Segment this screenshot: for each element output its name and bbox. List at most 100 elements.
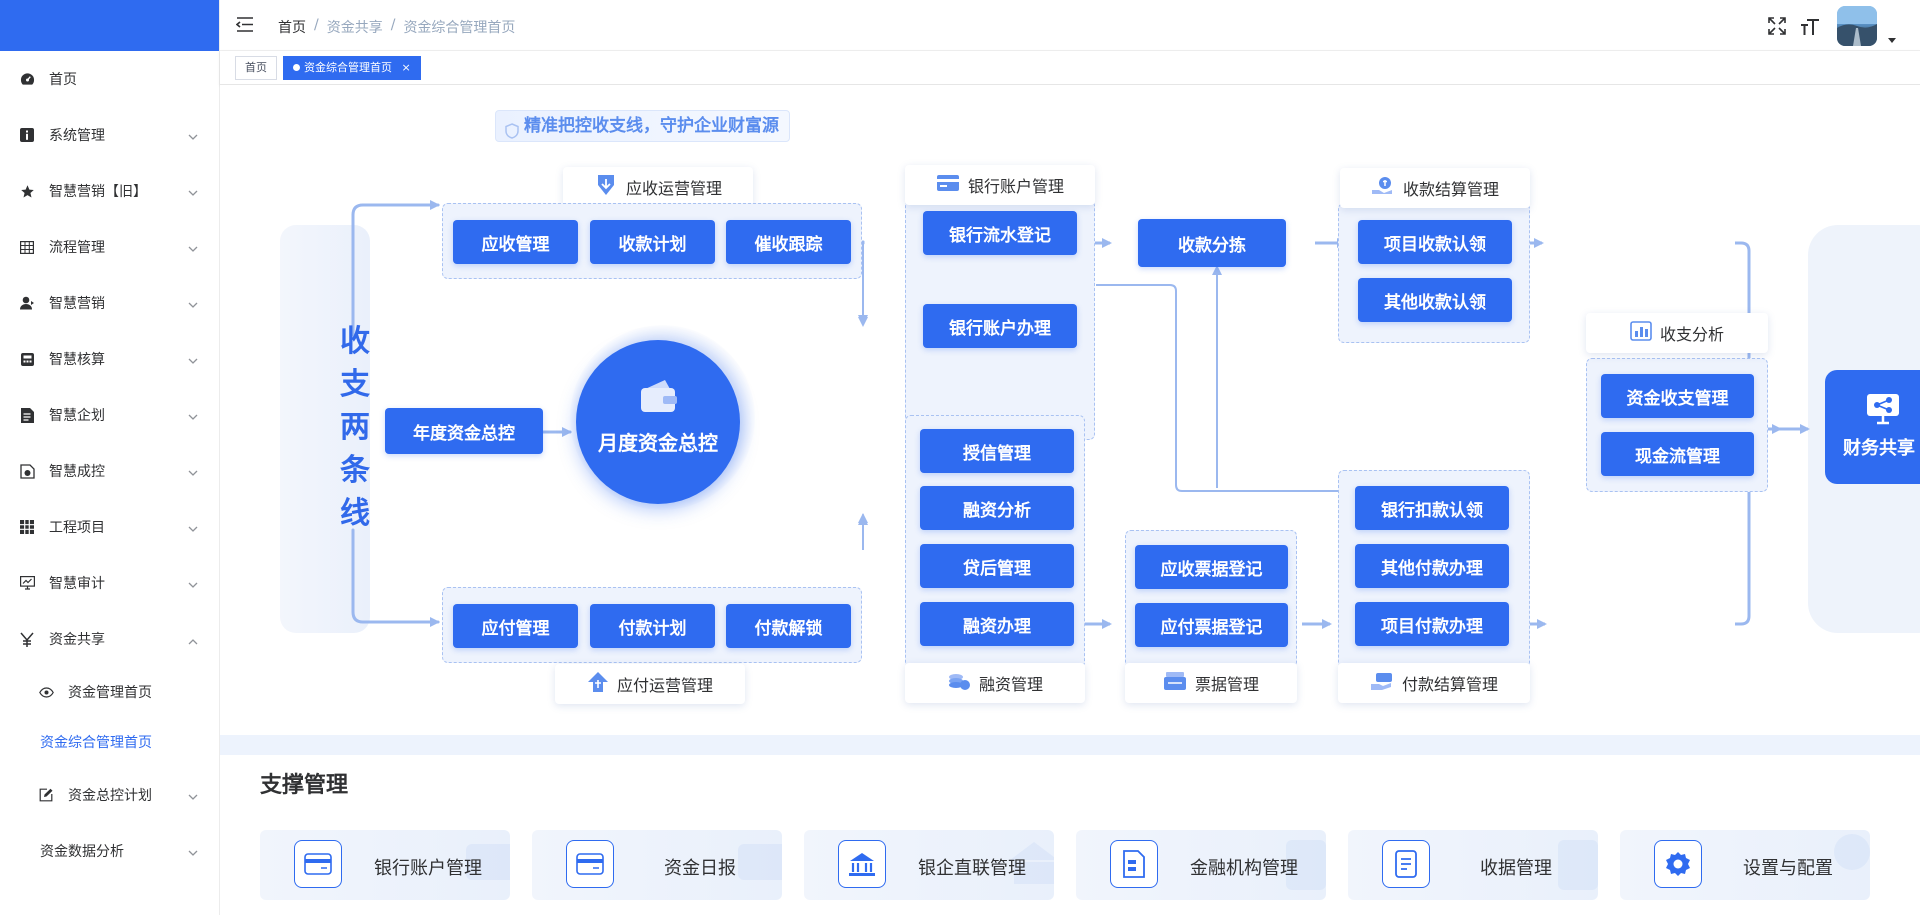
sidebar-item-label: 工程项目 bbox=[49, 520, 105, 536]
support-card-daily-report[interactable]: 资金日报 bbox=[532, 830, 782, 900]
sidebar-item-label: 资金管理首页 bbox=[68, 685, 152, 701]
caret-down-icon[interactable] bbox=[1888, 28, 1896, 47]
payment-plan-button[interactable]: 付款计划 bbox=[590, 604, 715, 648]
top-header: 首页 / 资金共享 / 资金综合管理首页 bbox=[220, 0, 1920, 51]
analysis-text: 收支分析 bbox=[1659, 325, 1724, 344]
bill-stack-icon bbox=[1163, 671, 1187, 695]
receivable-ops-label: 应收运营管理 bbox=[563, 167, 753, 207]
receivable-mgmt-button[interactable]: 应收管理 bbox=[453, 220, 578, 264]
coins-icon bbox=[947, 671, 971, 695]
support-card-institution[interactable]: 金融机构管理 bbox=[1076, 830, 1326, 900]
star-icon bbox=[19, 183, 35, 199]
tag-home[interactable]: 首页 bbox=[235, 56, 277, 80]
project-payment-handle-button[interactable]: 项目付款办理 bbox=[1355, 602, 1509, 646]
support-card-bank-direct[interactable]: 银企直联管理 bbox=[804, 830, 1054, 900]
sidebar: 首页 系统管理 智慧营销【旧】 流程管理 智慧营销 智慧核算 bbox=[0, 0, 220, 915]
card-decoration bbox=[1558, 840, 1598, 890]
sidebar-subitem-fund-analysis[interactable]: 资金数据分析 bbox=[0, 831, 220, 871]
post-loan-mgmt-button[interactable]: 贷后管理 bbox=[920, 544, 1074, 588]
payment-unlock-button[interactable]: 付款解锁 bbox=[726, 604, 851, 648]
receivable-bill-register-button[interactable]: 应收票据登记 bbox=[1135, 545, 1288, 589]
support-card-bank-account[interactable]: 银行账户管理 bbox=[260, 830, 510, 900]
bank-deduct-claim-button[interactable]: 银行扣款认领 bbox=[1355, 486, 1509, 530]
fullscreen-icon[interactable] bbox=[1768, 17, 1786, 39]
chevron-down-icon bbox=[188, 129, 198, 145]
breadcrumb-item: 资金综合管理首页 bbox=[403, 20, 516, 36]
info-icon bbox=[19, 127, 35, 143]
payable-up-icon bbox=[587, 671, 609, 697]
support-card-settings[interactable]: 设置与配置 bbox=[1620, 830, 1870, 900]
support-card-receipt[interactable]: 收据管理 bbox=[1348, 830, 1598, 900]
fund-flow-diagram: 精准把控收支线，守护企业财富源 收 支 两 条 线 年度资金总控 月度资金总控 … bbox=[220, 85, 1920, 735]
other-payment-handle-button[interactable]: 其他付款办理 bbox=[1355, 544, 1509, 588]
sidebar-item-label: 资金总控计划 bbox=[68, 788, 152, 804]
financing-analysis-button[interactable]: 融资分析 bbox=[920, 486, 1074, 530]
project-receipt-claim-button[interactable]: 项目收款认领 bbox=[1358, 220, 1512, 264]
cash-flow-mgmt-button[interactable]: 现金流管理 bbox=[1601, 432, 1754, 476]
sidebar-item-process[interactable]: 流程管理 bbox=[0, 227, 220, 267]
sidebar-item-label: 智慧成控 bbox=[49, 464, 105, 480]
bank-flow-register-button[interactable]: 银行流水登记 bbox=[923, 211, 1077, 255]
sidebar-item-system[interactable]: 系统管理 bbox=[0, 115, 220, 155]
sidebar-item-label: 系统管理 bbox=[49, 128, 105, 144]
tag-label: 首页 bbox=[245, 61, 267, 74]
financing-handle-button[interactable]: 融资办理 bbox=[920, 602, 1074, 646]
left-band bbox=[280, 225, 370, 633]
finance-share-box[interactable]: 财务共享 bbox=[1825, 370, 1920, 484]
avatar[interactable] bbox=[1837, 6, 1877, 46]
receipt-plan-button[interactable]: 收款计划 bbox=[590, 220, 715, 264]
tag-fund-overview[interactable]: 资金综合管理首页 × bbox=[283, 56, 421, 80]
analysis-label: 收支分析 bbox=[1586, 313, 1768, 353]
font-size-icon[interactable] bbox=[1800, 17, 1820, 39]
fund-income-expense-button[interactable]: 资金收支管理 bbox=[1601, 374, 1754, 418]
sidebar-item-smart-marketing[interactable]: 智慧营销 bbox=[0, 283, 220, 323]
menu-fold-icon[interactable] bbox=[235, 16, 254, 37]
breadcrumb-item[interactable]: 首页 bbox=[278, 20, 306, 36]
credit-mgmt-button[interactable]: 授信管理 bbox=[920, 429, 1074, 473]
close-icon[interactable]: × bbox=[401, 61, 411, 74]
main-content: 精准把控收支线，守护企业财富源 收 支 两 条 线 年度资金总控 月度资金总控 … bbox=[220, 85, 1920, 915]
wallet-icon bbox=[639, 378, 679, 418]
payable-bill-register-button[interactable]: 应付票据登记 bbox=[1135, 603, 1288, 647]
sidebar-item-smart-accounting[interactable]: 智慧核算 bbox=[0, 339, 220, 379]
logo-bar bbox=[0, 0, 219, 51]
breadcrumb: 首页 / 资金共享 / 资金综合管理首页 bbox=[278, 17, 515, 37]
chevron-down-icon bbox=[188, 789, 198, 805]
left-title-char: 线 bbox=[340, 496, 370, 531]
chevron-down-icon bbox=[188, 185, 198, 201]
bills-text: 票据管理 bbox=[1194, 675, 1259, 694]
table-icon bbox=[19, 239, 35, 255]
finance-share-label: 财务共享 bbox=[1843, 438, 1915, 459]
payable-ops-text: 应付运营管理 bbox=[616, 676, 713, 695]
payable-mgmt-button[interactable]: 应付管理 bbox=[453, 604, 578, 648]
receipt-split-button[interactable]: 收款分拣 bbox=[1138, 219, 1286, 267]
left-title: 收 支 两 条 线 bbox=[335, 320, 375, 535]
monthly-fund-control-circle[interactable]: 月度资金总控 bbox=[576, 340, 740, 504]
left-title-char: 条 bbox=[340, 453, 370, 488]
breadcrumb-separator: / bbox=[390, 17, 396, 33]
collection-tracking-button[interactable]: 催收跟踪 bbox=[726, 220, 851, 264]
sidebar-item-smart-marketing-old[interactable]: 智慧营销【旧】 bbox=[0, 171, 220, 211]
bank-card-icon bbox=[936, 173, 960, 197]
other-receipt-claim-button[interactable]: 其他收款认领 bbox=[1358, 278, 1512, 322]
sidebar-item-audit[interactable]: 智慧审计 bbox=[0, 563, 220, 603]
annual-fund-control-button[interactable]: 年度资金总控 bbox=[385, 408, 543, 454]
sidebar-item-label: 资金数据分析 bbox=[40, 844, 124, 860]
sidebar-subitem-fund-plan[interactable]: 资金总控计划 bbox=[0, 775, 220, 815]
sidebar-item-fund-share[interactable]: 资金共享 bbox=[0, 619, 220, 659]
payment-settle-text: 付款结算管理 bbox=[1401, 675, 1498, 694]
sidebar-item-home[interactable]: 首页 bbox=[0, 59, 220, 99]
sidebar-item-engineering[interactable]: 工程项目 bbox=[0, 507, 220, 547]
calculator-icon bbox=[19, 351, 35, 367]
sidebar-item-label: 智慧企划 bbox=[49, 408, 105, 424]
sidebar-item-cost-control[interactable]: 智慧成控 bbox=[0, 451, 220, 491]
cost-icon bbox=[19, 463, 35, 479]
support-section-title: 支撑管理 bbox=[260, 773, 349, 798]
sidebar-subitem-fund-overview[interactable]: 资金综合管理首页 bbox=[0, 722, 220, 762]
edit-icon bbox=[38, 787, 54, 803]
eye-icon bbox=[38, 684, 54, 700]
sidebar-subitem-fund-home[interactable]: 资金管理首页 bbox=[0, 672, 220, 712]
sidebar-item-smart-planning[interactable]: 智慧企划 bbox=[0, 395, 220, 435]
financing-label: 融资管理 bbox=[905, 663, 1085, 703]
bank-account-handle-button[interactable]: 银行账户办理 bbox=[923, 304, 1077, 348]
